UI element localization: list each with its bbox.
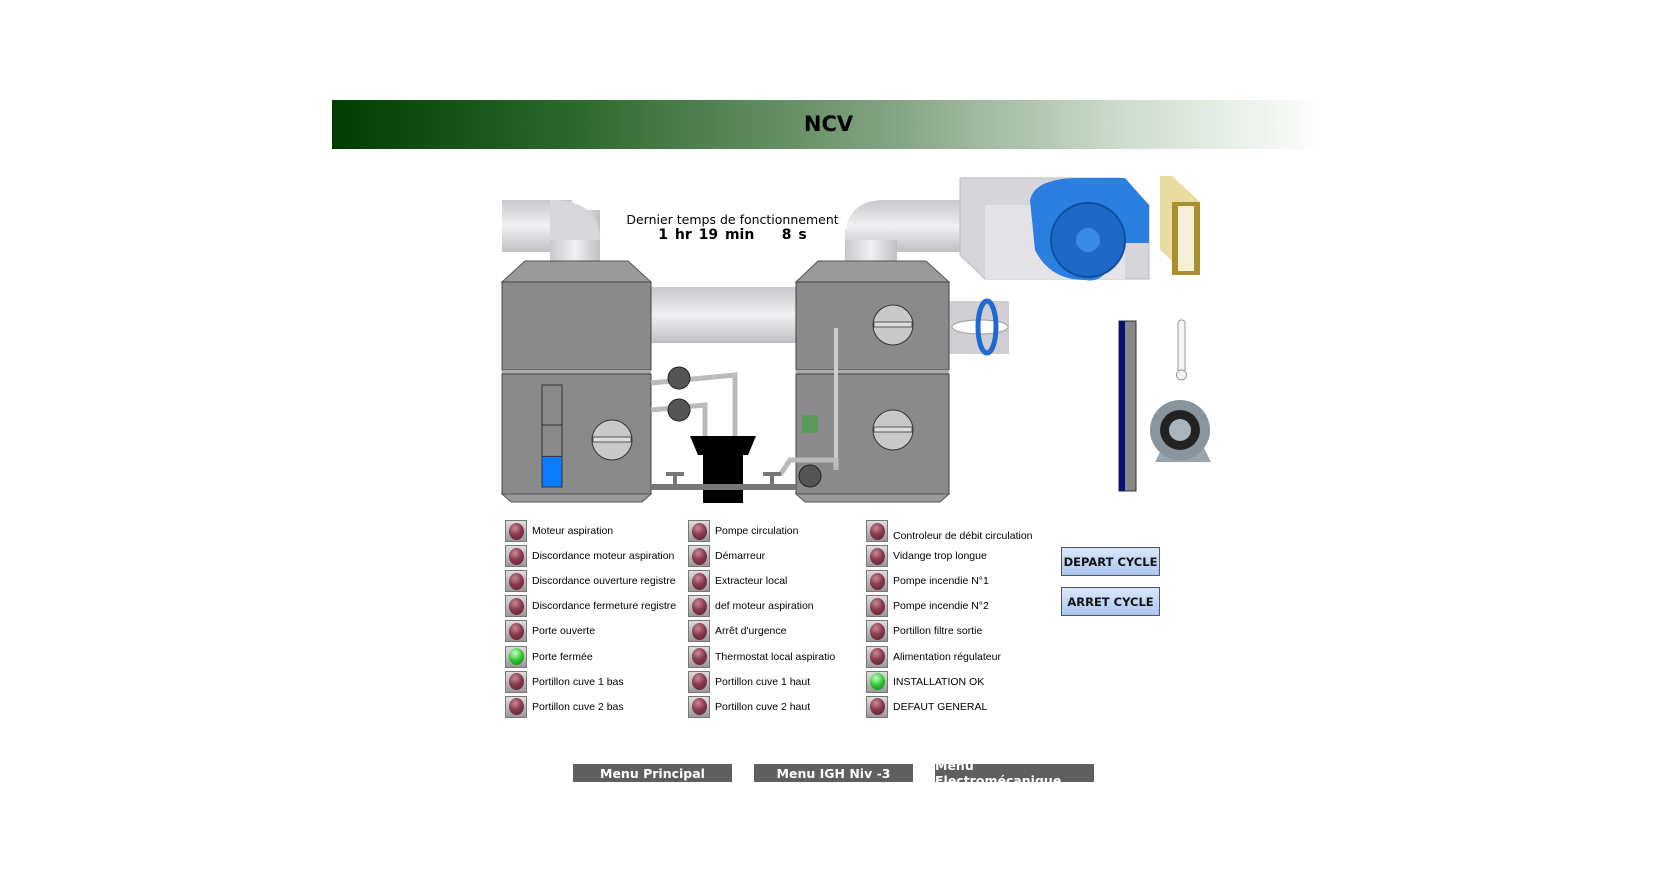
runtime-label: Dernier temps de fonctionnement [626,212,839,227]
status-label: Controleur de débit circulation [893,530,1033,542]
status-lamp-icon [688,670,710,693]
stop-cycle-button[interactable]: ARRET CYCLE [1061,587,1160,616]
status-label: DEFAUT GENERAL [893,700,988,713]
status-lamp-icon [866,570,888,593]
status-label: Portillon cuve 2 bas [532,700,624,713]
status-label: Portillon filtre sortie [893,625,983,638]
status-indicator: INSTALLATION OK [866,670,985,693]
status-label: Portillon cuve 1 haut [715,675,811,688]
status-lamp-icon [688,595,710,618]
start-cycle-button[interactable]: DEPART CYCLE [1061,547,1160,576]
damper [949,298,1009,356]
status-label: Extracteur local [715,575,788,588]
status-indicator: Démarreur [688,545,766,568]
status-lamp-icon [505,620,527,643]
status-label: Pompe incendie N°2 [893,600,989,613]
status-indicator: Porte fermée [505,645,593,668]
status-lamp-icon [505,670,527,693]
pumps [650,366,839,503]
status-indicator: Discordance ouverture registre [505,570,676,593]
status-lamp-icon [505,570,527,593]
status-indicator: Pompe incendie N°1 [866,570,989,593]
status-label: Thermostat local aspiratio [715,650,836,663]
status-indicator: Portillon cuve 2 haut [688,695,811,718]
status-indicator: Discordance fermeture registre [505,595,677,618]
status-label: Portillon cuve 1 bas [532,675,624,688]
status-lamp-icon [505,545,527,568]
tank-2 [794,260,951,503]
status-lamp-icon [866,520,888,542]
runtime-value: 1 hr 19 min 8 s [658,227,807,243]
status-lamp-icon [688,695,710,718]
status-label: Discordance fermeture registre [532,600,677,613]
status-indicator: def moteur aspiration [688,595,814,618]
status-label: Pompe incendie N°1 [893,575,989,588]
status-lamp-icon [505,520,527,542]
status-indicator: Portillon cuve 1 haut [688,670,811,693]
status-label: Discordance moteur aspiration [532,550,675,563]
page-title: NCV [803,112,854,136]
status-lamp-icon [505,645,527,668]
status-indicator: Portillon cuve 2 bas [505,695,624,718]
status-lamp-icon [688,570,710,593]
status-lamp-icon [505,695,527,718]
status-indicator: Vidange trop longue [866,545,987,568]
status-label: INSTALLATION OK [893,675,985,688]
tank-level-fill [541,455,563,488]
status-label: Vidange trop longue [893,550,987,563]
status-indicator: DEFAUT GENERAL [866,695,988,718]
status-indicator: Pompe circulation [688,520,798,542]
tank-1 [500,260,653,503]
status-indicator: Controleur de débit circulation [866,520,1033,542]
status-label: Moteur aspiration [532,525,614,537]
status-indicator: Thermostat local aspiratio [688,645,836,668]
filter [1160,176,1200,275]
status-lamp-icon [866,595,888,618]
status-label: Pompe circulation [715,525,799,537]
status-label: Portillon cuve 2 haut [715,700,811,713]
duct-left-elbow [502,200,600,262]
status-indicator: Extracteur local [688,570,788,593]
status-indicator: Arrêt d'urgence [688,620,787,643]
status-label: Discordance ouverture registre [532,575,676,588]
status-label: def moteur aspiration [715,600,814,613]
process-diagram [500,176,1211,503]
status-lamp-icon [688,645,710,668]
status-lamp-icon [866,620,888,643]
status-label: Démarreur [715,550,766,563]
local-extractor-fan-icon [1150,400,1211,462]
menu-principal-button[interactable]: Menu Principal [573,764,732,782]
thermometer-icon [1176,319,1187,381]
level-gauge [1118,320,1137,492]
status-indicator: Moteur aspiration [505,520,613,542]
status-indicator: Porte ouverte [505,620,596,643]
status-indicator: Alimentation régulateur [866,645,1001,668]
status-indicator: Portillon filtre sortie [866,620,983,643]
menu-electromecanique-button[interactable]: Menu Electromécanique [935,758,1094,788]
duct-connector [651,287,797,343]
duct-right-elbow [845,200,978,262]
status-lamp-icon [866,645,888,668]
status-label: Porte fermée [532,650,593,663]
status-indicator: Pompe incendie N°2 [866,595,989,618]
status-label: Arrêt d'urgence [715,625,787,638]
menu-igh-button[interactable]: Menu IGH Niv -3 [754,764,913,782]
title-bar: NCV [332,100,1325,149]
status-lamp-icon [688,545,710,568]
status-indicator: Portillon cuve 1 bas [505,670,624,693]
status-lamp-icon [866,545,888,568]
status-indicator: Discordance moteur aspiration [505,545,675,568]
status-label: Porte ouverte [532,625,596,638]
extraction-fan [959,177,1150,281]
status-lamp-icon [866,670,888,693]
status-lamp-icon [505,595,527,618]
status-lamp-icon [688,520,710,542]
status-lamp-icon [688,620,710,643]
status-lamp-icon [866,695,888,718]
status-label: Alimentation régulateur [893,650,1001,663]
flow-sensor [802,415,818,433]
